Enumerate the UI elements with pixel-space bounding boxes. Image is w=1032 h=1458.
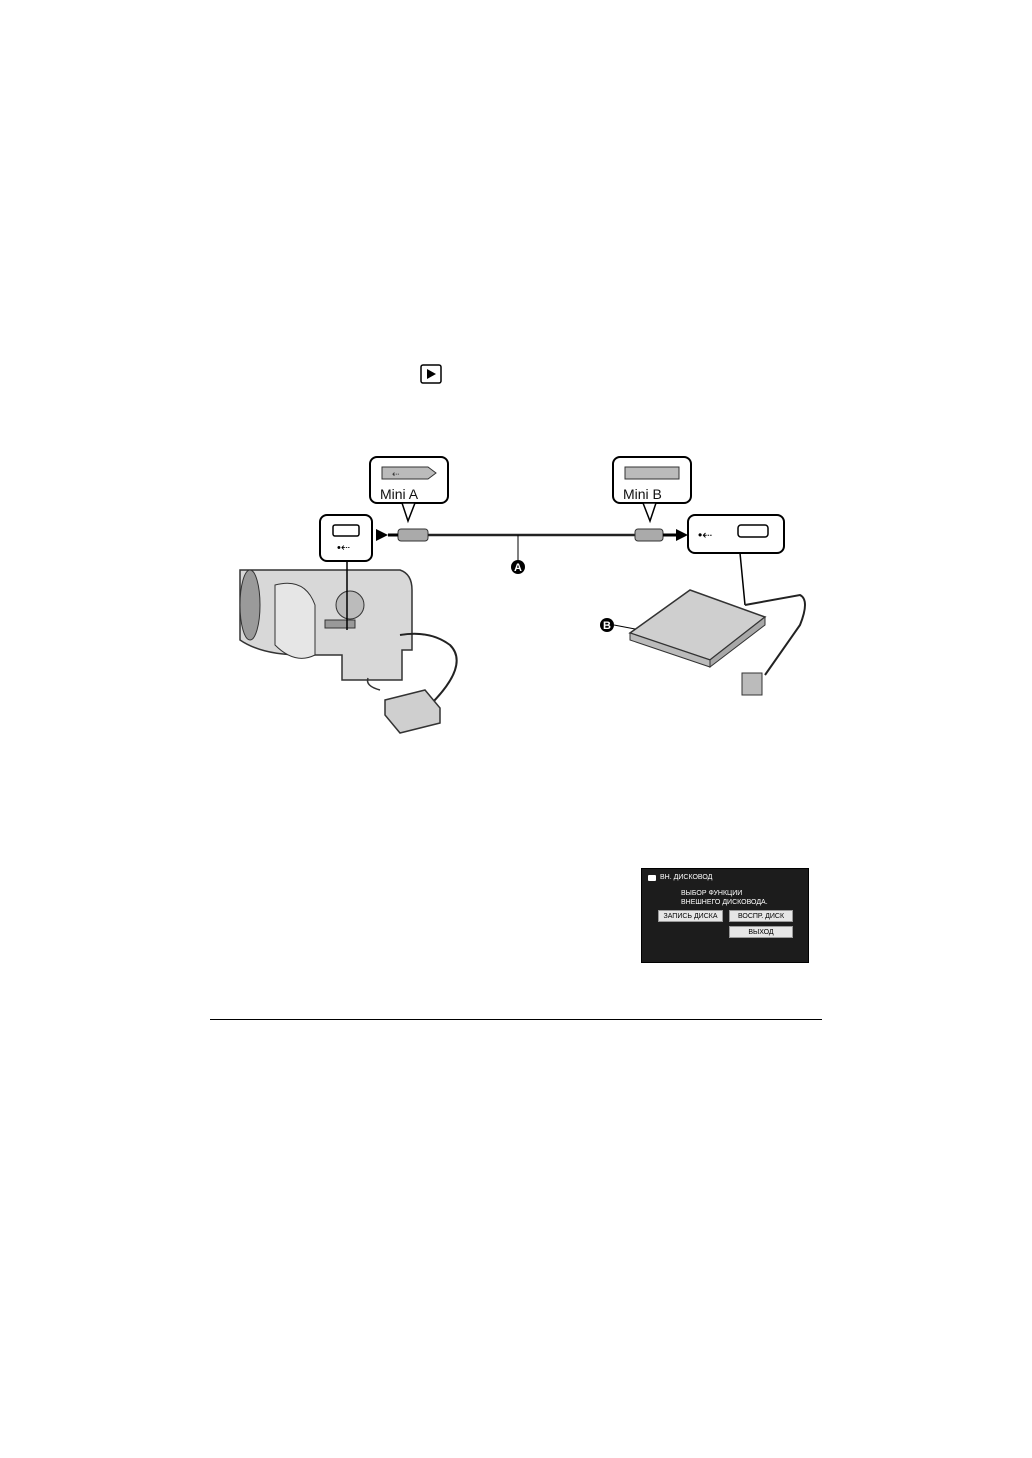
connection-diagram: ⇠ Mini A Mini B •⇠ •⇠ A bbox=[239, 456, 806, 734]
mini-b-callout: Mini B bbox=[612, 456, 692, 524]
drive-usb-port-callout: •⇠ bbox=[687, 514, 785, 554]
menu-message-line2: ВНЕШНЕГО ДИСКОВОДА. bbox=[681, 899, 768, 906]
svg-text:•⇠: •⇠ bbox=[698, 528, 712, 542]
dvd-burner-illustration bbox=[628, 552, 806, 696]
external-drive-menu-screen: ВН. ДИСКОВОД ВЫБОР ФУНКЦИИ ВНЕШНЕГО ДИСК… bbox=[641, 868, 809, 963]
play-mode-icon bbox=[420, 364, 442, 384]
play-disc-button[interactable]: ВОСПР. ДИСК bbox=[729, 910, 793, 922]
camera-usb-port-callout: •⇠ bbox=[319, 514, 373, 562]
badge-a: A bbox=[511, 560, 525, 574]
menu-header-title: ВН. ДИСКОВОД bbox=[660, 874, 713, 881]
menu-message-line1: ВЫБОР ФУНКЦИИ bbox=[681, 890, 743, 897]
usb-cable bbox=[376, 528, 688, 563]
svg-text:B: B bbox=[603, 620, 611, 632]
record-disc-button[interactable]: ЗАПИСЬ ДИСКА bbox=[658, 910, 723, 922]
exit-button[interactable]: ВЫХОД bbox=[729, 926, 793, 938]
mini-b-label: Mini B bbox=[623, 486, 662, 502]
mini-a-callout: ⇠ Mini A bbox=[369, 456, 449, 524]
mini-a-label: Mini A bbox=[380, 486, 419, 502]
svg-text:⇠: ⇠ bbox=[392, 469, 400, 479]
menu-header: ВН. ДИСКОВОД bbox=[648, 874, 712, 881]
badge-b: B bbox=[600, 618, 636, 632]
ac-adaptor-illustration bbox=[366, 677, 441, 734]
disc-drive-icon bbox=[648, 874, 656, 881]
svg-text:A: A bbox=[514, 562, 522, 574]
svg-text:•⇠: •⇠ bbox=[337, 542, 350, 554]
camcorder-illustration bbox=[239, 561, 458, 721]
section-divider bbox=[210, 1019, 822, 1020]
menu-message: ВЫБОР ФУНКЦИИ ВНЕШНЕГО ДИСКОВОДА. bbox=[681, 889, 768, 907]
